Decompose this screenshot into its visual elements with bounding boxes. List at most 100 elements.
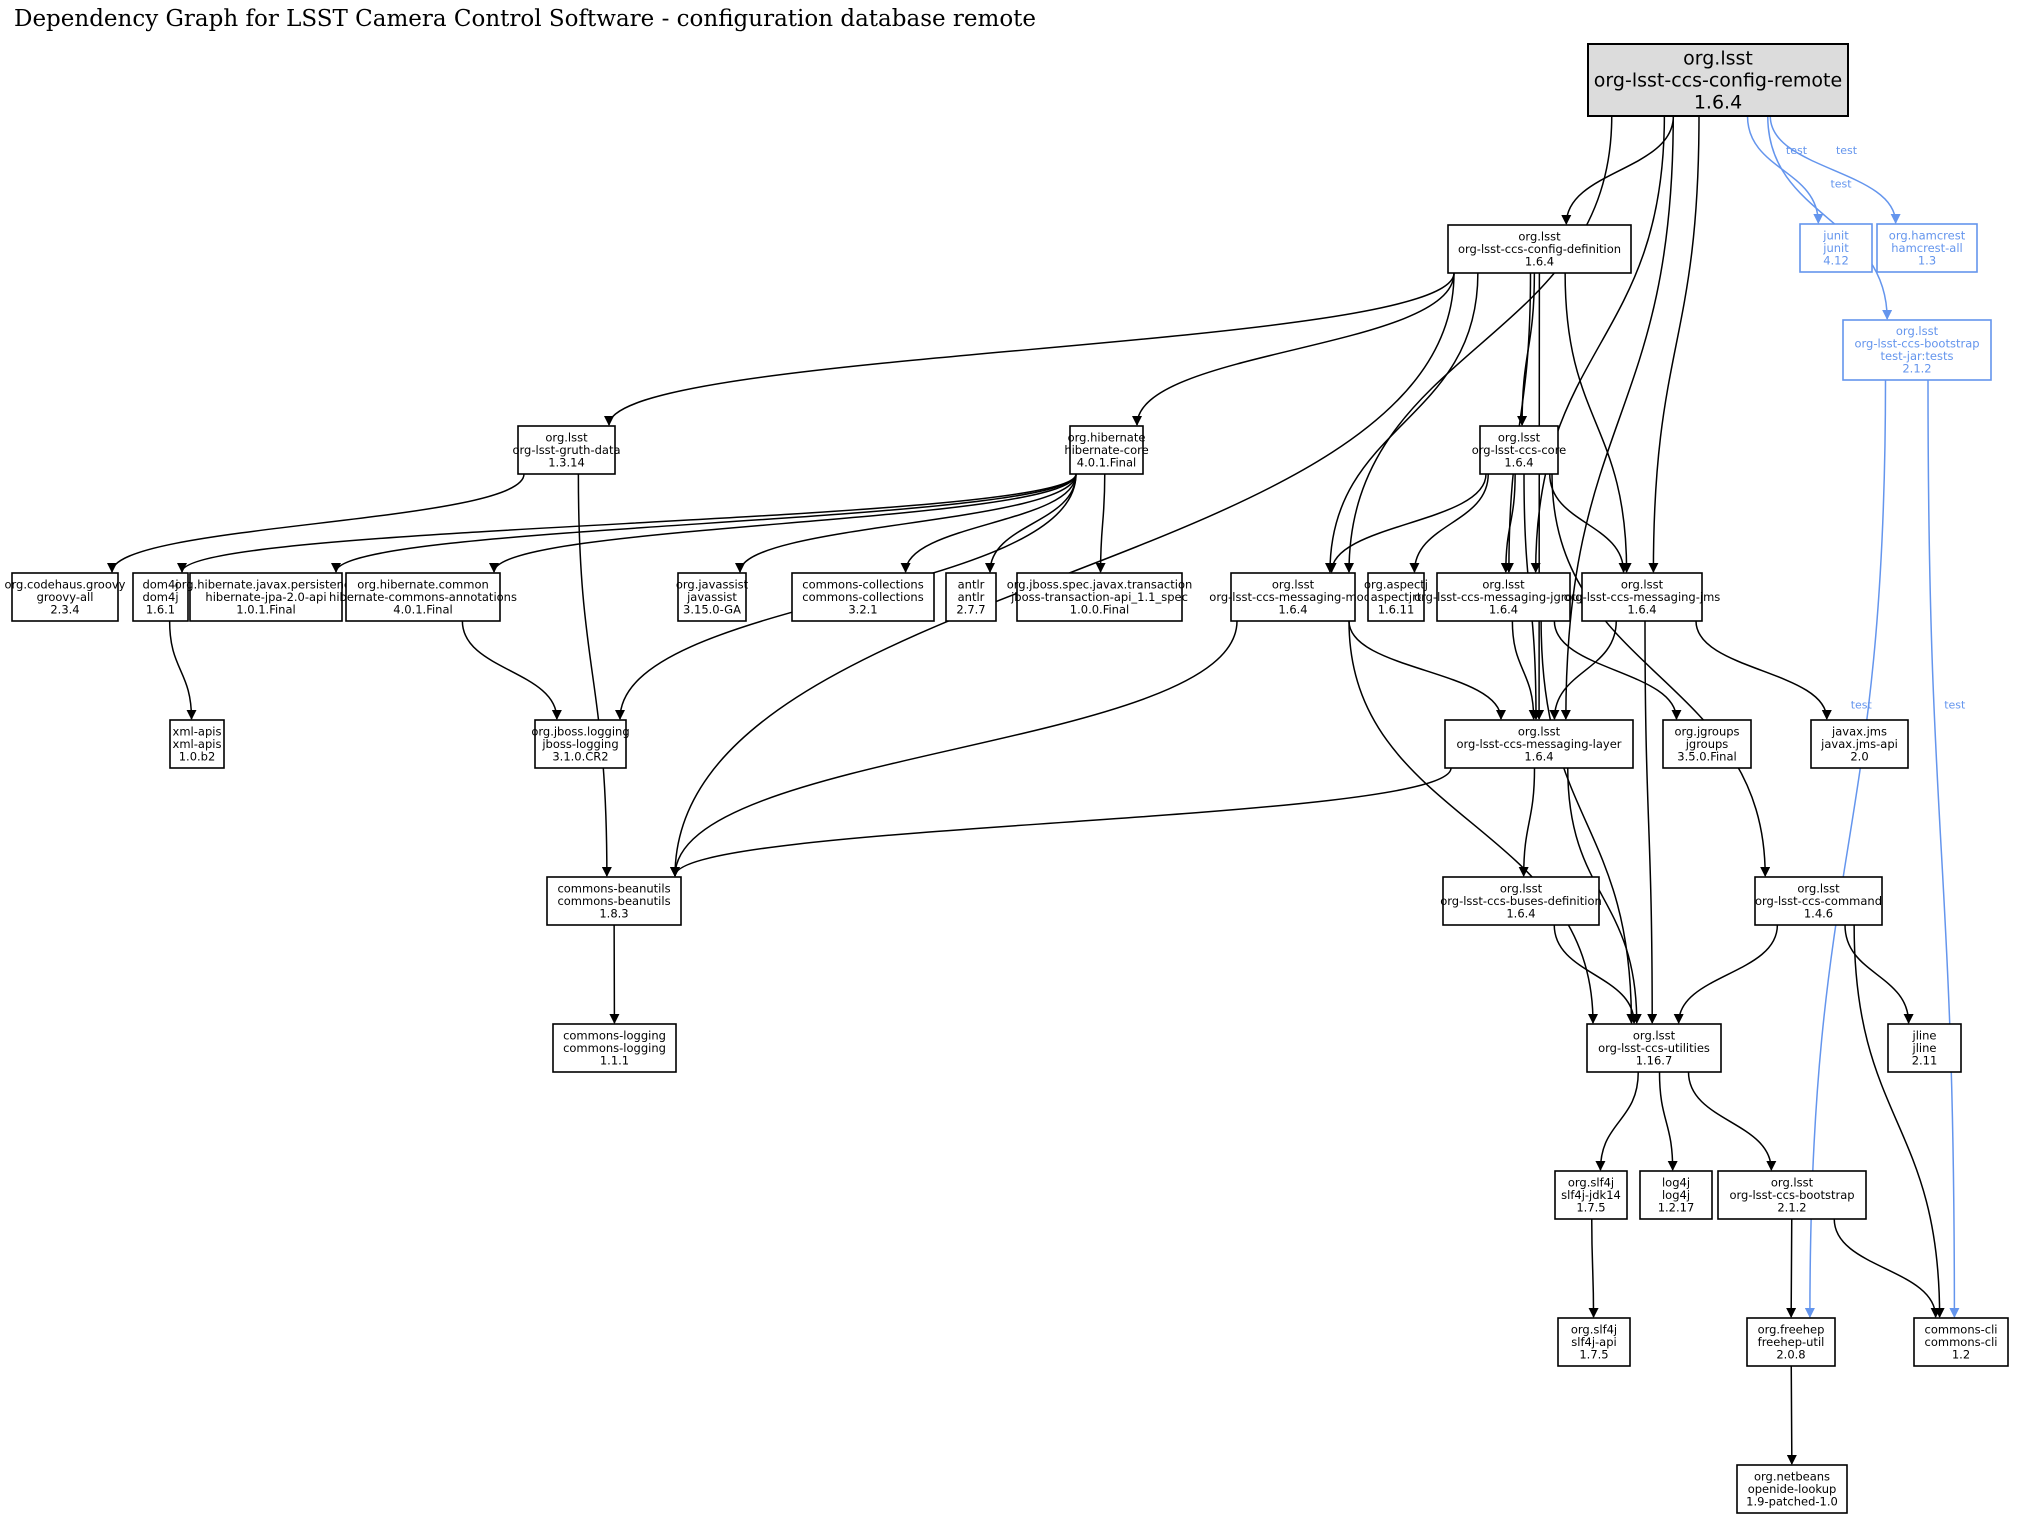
node-version: 1.1.1: [600, 1053, 629, 1067]
node-version: 1.6.4: [1694, 92, 1742, 114]
edge-ccs-core-to-msg-jms: [1549, 473, 1629, 573]
node-jboss-tx[interactable]: org.jboss.spec.javax.transactionjboss-tr…: [1007, 572, 1193, 622]
node-box: [1842, 319, 1992, 381]
node-box: [945, 572, 997, 622]
node-box: [1717, 1170, 1867, 1220]
node-artifact-id: aspectjrt: [1371, 590, 1422, 604]
edge-command-to-utilities: [1673, 924, 1779, 1024]
edge-msg-jgroups-to-utilities: [1540, 620, 1637, 1024]
node-group-id: commons-beanutils: [557, 881, 670, 895]
edge-utilities-to-slf4j-jdk14: [1595, 1071, 1639, 1171]
edge-msg-jms-to-msg-layer: [1549, 620, 1617, 720]
edge-config-def-to-msg-jgroups: [1503, 272, 1532, 573]
node-version: 1.3.14: [548, 455, 585, 469]
node-artifact-id: org-lsst-ccs-buses-definition: [1440, 894, 1602, 908]
node-artifact-id: commons-collections: [802, 590, 923, 604]
node-version: 3.2.1: [848, 602, 877, 616]
node-version: 4.0.1.Final: [1077, 455, 1136, 469]
node-config-def[interactable]: org.lsstorg-lsst-ccs-config-definition1.…: [1447, 224, 1632, 274]
node-artifact-id: org-lsst-ccs-bootstrap: [1854, 337, 1979, 351]
node-box: [1662, 719, 1752, 769]
node-box: [1230, 572, 1356, 622]
node-box: [1444, 719, 1634, 769]
node-msg-jgroups[interactable]: org.lsstorg-lsst-ccs-messaging-jgroups1.…: [1414, 572, 1593, 622]
node-box: [1586, 1023, 1722, 1073]
node-artifact-id: antlr: [958, 590, 985, 604]
node-collections[interactable]: commons-collectionscommons-collections3.…: [791, 572, 935, 622]
node-buses-def[interactable]: org.lsstorg-lsst-ccs-buses-definition1.6…: [1440, 876, 1602, 926]
node-group-id: org.lsst: [1518, 724, 1561, 738]
node-group-id: jline: [1912, 1028, 1937, 1042]
node-msg-layer[interactable]: org.lsstorg-lsst-ccs-messaging-layer1.6.…: [1444, 719, 1634, 769]
node-artifact-id: log4j: [1662, 1188, 1690, 1202]
node-box: [1479, 425, 1559, 475]
node-version: 1.6.4: [1524, 749, 1553, 763]
node-group-id: org.jgroups: [1674, 724, 1739, 738]
node-box: [1069, 425, 1144, 475]
node-group-id: antlr: [958, 577, 985, 591]
node-artifact-id: hibernate-jpa-2.0-api: [205, 590, 326, 604]
node-box: [1887, 1023, 1962, 1073]
node-hib-common[interactable]: org.hibernate.commonhibernate-commons-an…: [329, 572, 517, 622]
node-artifact-id: commons-cli: [1925, 1335, 1998, 1349]
node-box: [11, 572, 119, 622]
node-artifact-id: org-lsst-ccs-core: [1472, 443, 1567, 457]
node-version: 1.6.11: [1378, 602, 1415, 616]
node-version: 3.1.0.CR2: [552, 749, 608, 763]
node-group-id: org.codehaus.groovy: [5, 577, 126, 591]
node-box: [1913, 1317, 2009, 1367]
node-box: [189, 572, 343, 622]
node-artifact-id: jboss-transaction-api_1.1_spec: [1010, 590, 1188, 604]
edge-buses-def-to-utilities: [1553, 924, 1640, 1024]
node-group-id: org.freehep: [1758, 1322, 1825, 1336]
edge-hib-core-to-hib-common: [489, 473, 1077, 573]
edge-ccs-core-to-aspectj: [1409, 473, 1489, 573]
node-group-id: org.hibernate.common: [357, 577, 489, 591]
node-bootstrap-tests[interactable]: org.lsstorg-lsst-ccs-bootstraptest-jar:t…: [1842, 319, 1992, 381]
edge-command-to-commons-cli: [1853, 924, 1945, 1318]
node-box: [517, 425, 616, 475]
node-artifact-id: commons-beanutils: [557, 894, 670, 908]
node-group-id: org.lsst: [1272, 577, 1315, 591]
node-artifact-id: org-lsst-ccs-utilities: [1598, 1041, 1710, 1055]
node-box: [1876, 223, 1978, 273]
node-group-id: javax.jms: [1831, 724, 1887, 738]
node-hib-jpa[interactable]: org.hibernate.javax.persistencehibernate…: [175, 572, 358, 622]
node-artifact-id: org-lsst-ccs-command: [1755, 894, 1882, 908]
node-box: [1367, 572, 1425, 622]
node-artifact-id: commons-logging: [563, 1041, 666, 1055]
node-artifact-id: junit: [1822, 241, 1849, 255]
edge-label-test: test: [1836, 144, 1858, 157]
graph-title: Dependency Graph for LSST Camera Control…: [14, 6, 1037, 32]
node-openide[interactable]: org.netbeansopenide-lookup1.9-patched-1.…: [1736, 1464, 1848, 1514]
node-version: 2.1.2: [1902, 362, 1931, 376]
